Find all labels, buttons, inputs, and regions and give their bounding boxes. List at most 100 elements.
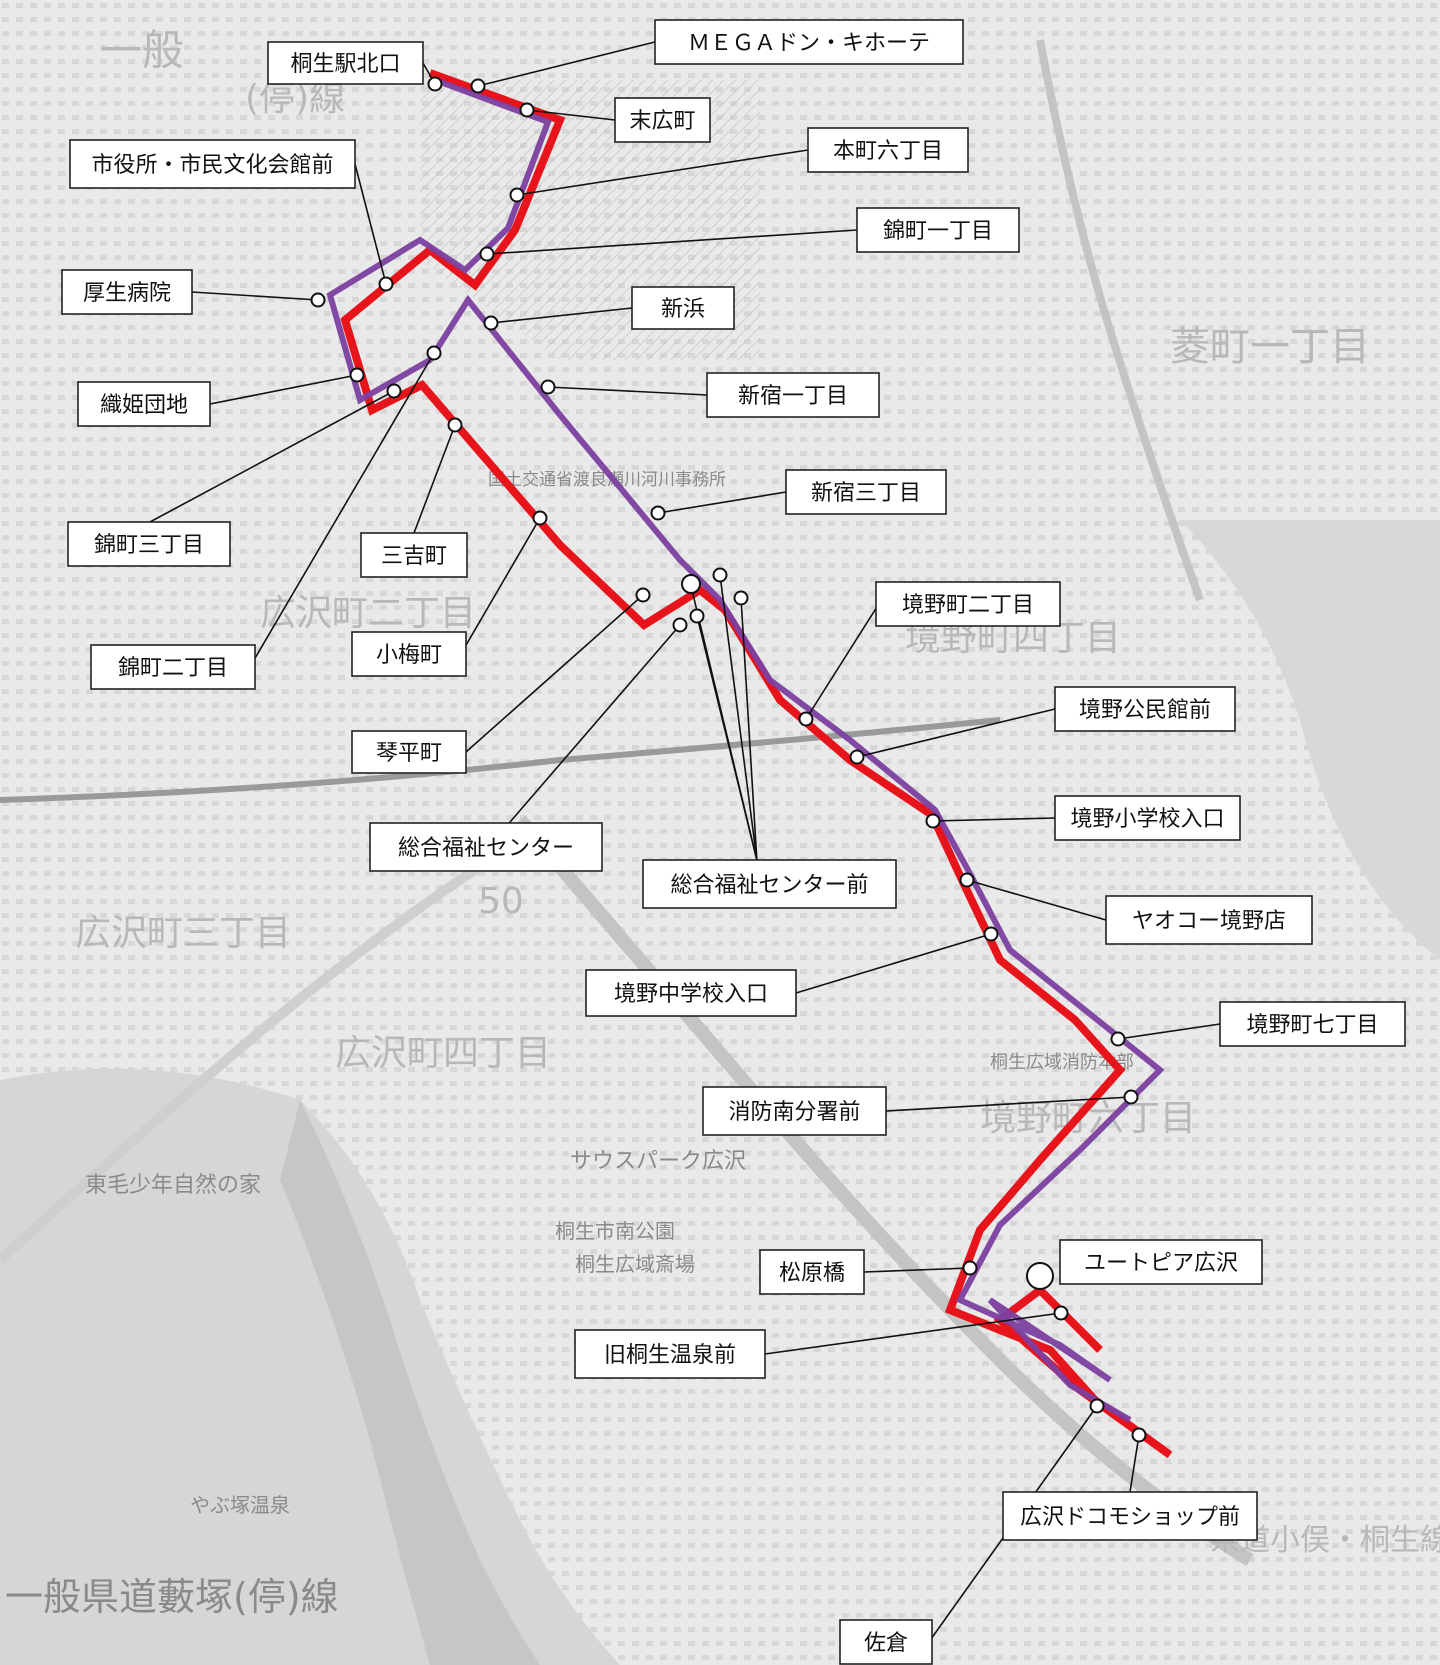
stop-5-marker[interactable] (479, 246, 495, 262)
stop-20-label[interactable]: 総合福祉センター前 (642, 859, 897, 909)
stop-23-marker[interactable] (1110, 1031, 1126, 1047)
stop-26-label[interactable]: 松原橋 (759, 1249, 865, 1295)
stop-27-marker[interactable] (1053, 1305, 1069, 1321)
stop-8-label-box (77, 381, 211, 427)
stop-9-label[interactable]: 新宿一丁目 (706, 372, 880, 418)
stop-15-label[interactable]: 小梅町 (351, 631, 467, 677)
map-label-road-bottom: 一般県道藪塚(停)線 (5, 1575, 339, 1619)
stop-10-marker[interactable] (386, 383, 402, 399)
stop-21-leader-line (966, 879, 1107, 921)
stop-3-label[interactable]: 本町六丁目 (807, 127, 969, 173)
stop-12-marker[interactable] (650, 505, 666, 521)
stop-1-label-text: ＭＥＧＡドン・キホーテ (688, 31, 930, 56)
stop-22-leader-line (795, 933, 992, 994)
stop-3-marker[interactable] (509, 187, 525, 203)
stop-1-marker[interactable] (470, 78, 486, 94)
stop-20-terminal-marker[interactable] (681, 574, 701, 594)
stop-29-label-text: 広沢ドコモショップ前 (1020, 1505, 1240, 1530)
stop-22-label[interactable]: 境野中学校入口 (585, 969, 797, 1017)
stop-18-marker[interactable] (925, 813, 941, 829)
stop-24-marker[interactable] (1123, 1089, 1139, 1105)
stop-20-label-text: 総合福祉センター前 (670, 873, 868, 898)
stop-29-marker[interactable] (1131, 1427, 1147, 1443)
stop-20-marker[interactable] (712, 567, 728, 583)
stop-27-label[interactable]: 旧桐生温泉前 (574, 1329, 766, 1379)
stop-26-marker[interactable] (962, 1260, 978, 1276)
stop-5-label[interactable]: 錦町一丁目 (856, 207, 1020, 253)
river (0, 835, 523, 1264)
map-label-fire-hq: 桐生広域消防本部 (990, 1052, 1134, 1073)
stop-16-label[interactable]: 境野公民館前 (1054, 686, 1236, 732)
stop-0-label-box (267, 41, 424, 85)
stop-7-marker[interactable] (483, 315, 499, 331)
stop-29-label[interactable]: 広沢ドコモショップ前 (1002, 1491, 1258, 1541)
stop-0-label[interactable]: 桐生駅北口 (267, 41, 424, 85)
stop-4-marker[interactable] (378, 276, 394, 292)
stop-21-marker[interactable] (959, 872, 975, 888)
stop-20-leader-line (740, 597, 758, 861)
stop-16-marker[interactable] (849, 749, 865, 765)
map-label-nature-house: 東毛少年自然の家 (85, 1173, 261, 1198)
stop-16-label-box (1054, 686, 1236, 732)
stop-28-marker[interactable] (1089, 1398, 1105, 1414)
stop-11-label[interactable]: 三吉町 (360, 532, 468, 578)
stop-15-label-text: 小梅町 (376, 643, 442, 668)
stop-1-label[interactable]: ＭＥＧＡドン・キホーテ (654, 19, 964, 65)
stop-17-label[interactable]: 琴平町 (351, 730, 467, 774)
stop-23-label[interactable]: 境野町七丁目 (1219, 1001, 1406, 1047)
stop-14-label[interactable]: 錦町二丁目 (90, 644, 256, 690)
stop-9-marker[interactable] (540, 379, 556, 395)
stop-13-marker[interactable] (798, 711, 814, 727)
stop-18-label-text: 境野小学校入口 (1070, 807, 1224, 832)
stop-3-label-box (807, 127, 969, 173)
stop-0-marker[interactable] (427, 76, 443, 92)
stop-18-label[interactable]: 境野小学校入口 (1054, 795, 1241, 841)
stop-25-terminal-marker[interactable] (1026, 1262, 1054, 1290)
stop-11-leader-line (413, 424, 456, 534)
stop-9-leader-line (547, 386, 708, 396)
stop-22-marker[interactable] (983, 926, 999, 942)
stop-7-leader-line (490, 307, 633, 324)
stop-7-label[interactable]: 新浜 (631, 286, 735, 330)
stop-14-leader-line (254, 352, 435, 659)
stop-12-label[interactable]: 新宿三丁目 (785, 469, 947, 515)
stop-2-leader-line (526, 109, 616, 121)
stop-8-label[interactable]: 織姫団地 (77, 381, 211, 427)
stop-14-label-text: 錦町二丁目 (118, 656, 228, 681)
stop-2-marker[interactable] (519, 102, 535, 118)
stop-27-leader-line (764, 1312, 1062, 1355)
stop-11-marker[interactable] (447, 417, 463, 433)
stop-14-label-box (90, 644, 256, 690)
stop-25-label[interactable]: ユートピア広沢 (1059, 1239, 1263, 1285)
stop-14-marker[interactable] (426, 345, 442, 361)
map-label-yabuzuka: やぶ塚温泉 (190, 1493, 290, 1517)
stop-19-label[interactable]: 総合福祉センター (369, 822, 603, 872)
stop-20-marker[interactable] (733, 590, 749, 606)
stop-21-label[interactable]: ヤオコー境野店 (1105, 895, 1313, 945)
stop-19-label-box (369, 822, 603, 872)
stop-2-label[interactable]: 末広町 (614, 97, 711, 143)
route-purple-line (326, 77, 1165, 1423)
stop-6-marker[interactable] (310, 292, 326, 308)
map-label-hirosawa-san: 広沢町三丁目 (75, 913, 291, 954)
stop-19-marker[interactable] (672, 617, 688, 633)
stop-23-label-box (1219, 1001, 1406, 1047)
stop-19-label-text: 総合福祉センター (398, 836, 574, 861)
stop-6-label-box (61, 269, 193, 315)
stop-28-label[interactable]: 佐倉 (839, 1619, 933, 1665)
stop-20-marker[interactable] (689, 608, 705, 624)
stop-13-label[interactable]: 境野町二丁目 (875, 581, 1061, 627)
leader-lines (67, 41, 1221, 1639)
stop-24-label[interactable]: 消防南分署前 (702, 1086, 887, 1136)
stop-11-label-box (360, 532, 468, 578)
stop-25-label-text: ユートピア広沢 (1084, 1251, 1238, 1276)
stop-10-label[interactable]: 錦町三丁目 (67, 521, 231, 567)
stop-6-label[interactable]: 厚生病院 (61, 269, 193, 315)
stop-15-marker[interactable] (532, 510, 548, 526)
stop-4-label[interactable]: 市役所・市民文化会館前 (69, 139, 356, 189)
stop-8-marker[interactable] (349, 367, 365, 383)
stop-17-marker[interactable] (635, 587, 651, 603)
stop-22-label-text: 境野中学校入口 (614, 982, 768, 1007)
stop-17-label-box (351, 730, 467, 774)
